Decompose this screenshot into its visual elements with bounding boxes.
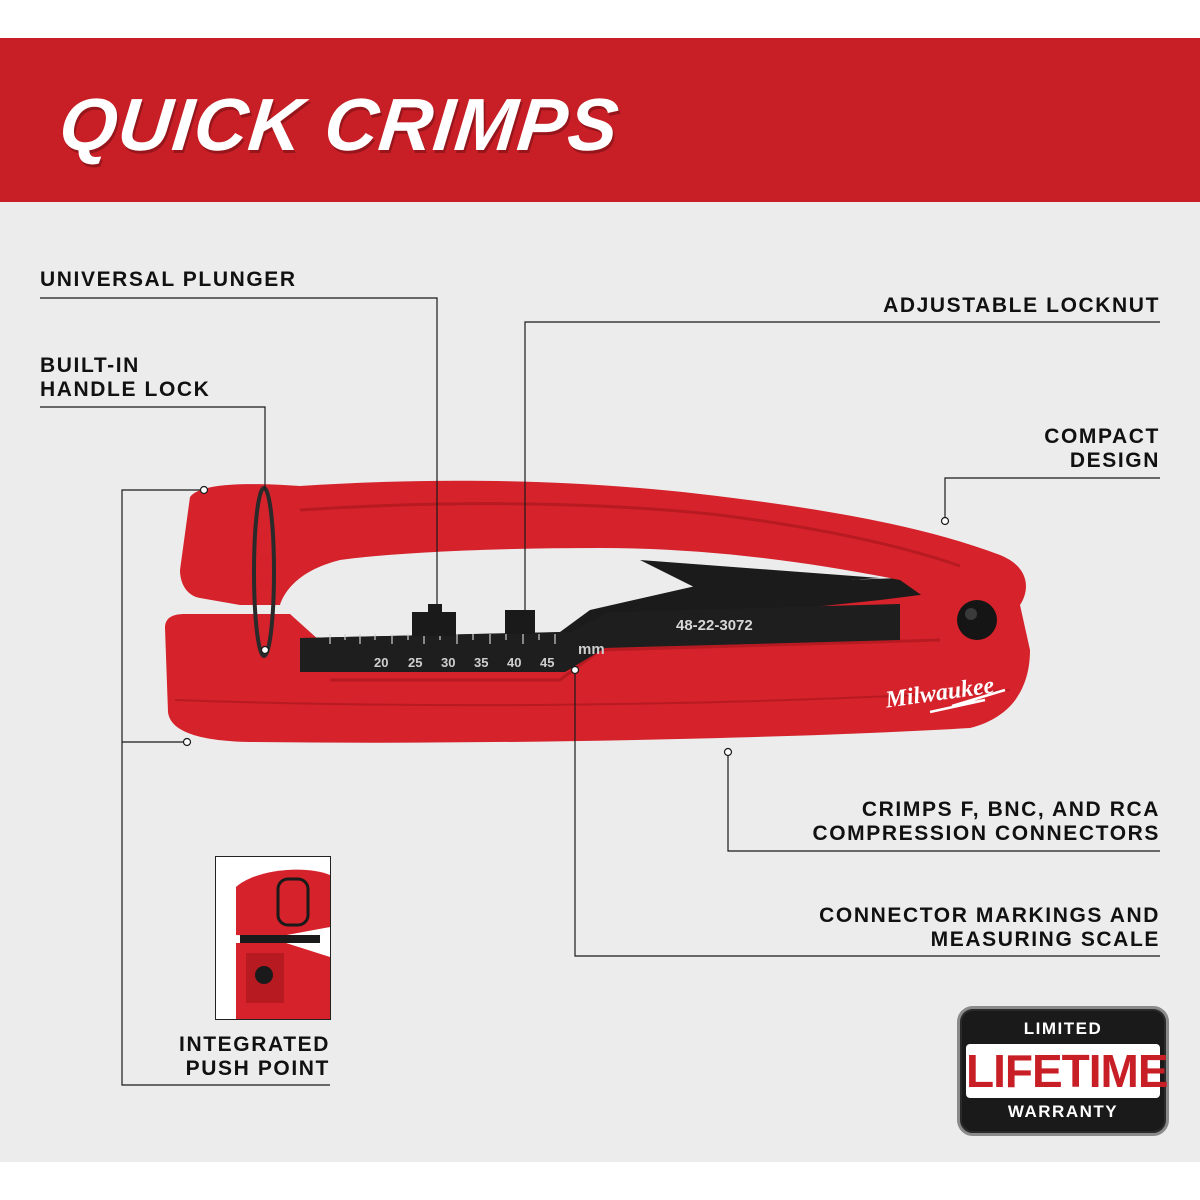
- scale-unit: mm: [578, 641, 605, 658]
- callout-line: CONNECTOR MARKINGS AND: [819, 904, 1160, 927]
- callout-adjustable-locknut: ADJUSTABLE LOCKNUT: [883, 294, 1160, 317]
- callout-crimps: CRIMPS F, BNC, AND RCA COMPRESSION CONNE…: [812, 798, 1160, 846]
- warranty-badge: LIMITED LIFETIME WARRANTY: [957, 1006, 1169, 1136]
- callout-universal-plunger: UNIVERSAL PLUNGER: [40, 268, 297, 291]
- callout-line: COMPRESSION CONNECTORS: [812, 822, 1160, 845]
- leader-dots: [182, 485, 950, 757]
- scale-tick-label: 40: [507, 655, 521, 670]
- locknut-block: [505, 610, 535, 634]
- scale-tick-label: 20: [374, 655, 388, 670]
- callout-line: PUSH POINT: [185, 1057, 330, 1080]
- pivot-bolt: [957, 600, 997, 640]
- callout-line: BUILT-IN: [40, 354, 140, 377]
- plunger-block: [412, 612, 456, 636]
- scale-tick-label: 45: [540, 655, 554, 670]
- callout-line: MEASURING SCALE: [930, 928, 1160, 951]
- model-number: 48-22-3072: [676, 617, 753, 634]
- scale-tick-label: 35: [474, 655, 488, 670]
- measuring-scale: [300, 604, 900, 672]
- tool-top-handle: [180, 480, 1026, 640]
- callout-compact-design: COMPACT DESIGN: [1044, 425, 1160, 473]
- callout-line: DESIGN: [1069, 449, 1160, 472]
- title-banner: QUICK CRIMPS: [0, 38, 1200, 202]
- badge-middle-text: LIFETIME: [966, 1045, 1169, 1097]
- callout-line: HANDLE LOCK: [40, 378, 211, 401]
- leader-lines: [40, 297, 1160, 1086]
- badge-bottom-text: WARRANTY: [1007, 1102, 1119, 1121]
- scale-tick-label: 30: [441, 655, 455, 670]
- badge-top-text: LIMITED: [1023, 1019, 1103, 1038]
- callout-line: INTEGRATED: [179, 1033, 330, 1056]
- push-point-closeup: [215, 856, 331, 1020]
- scale-tick-label: 25: [408, 655, 422, 670]
- badge-middle-panel: LIFETIME: [966, 1044, 1169, 1098]
- callout-handle-lock: BUILT-IN HANDLE LOCK: [40, 354, 210, 402]
- callout-line: COMPACT: [1044, 425, 1160, 448]
- handle-lock-ring: [252, 486, 276, 658]
- callout-push-point: INTEGRATED PUSH POINT: [160, 1033, 330, 1081]
- callout-line: CRIMPS F, BNC, AND RCA: [861, 798, 1160, 821]
- callout-markings: CONNECTOR MARKINGS AND MEASURING SCALE: [819, 904, 1160, 952]
